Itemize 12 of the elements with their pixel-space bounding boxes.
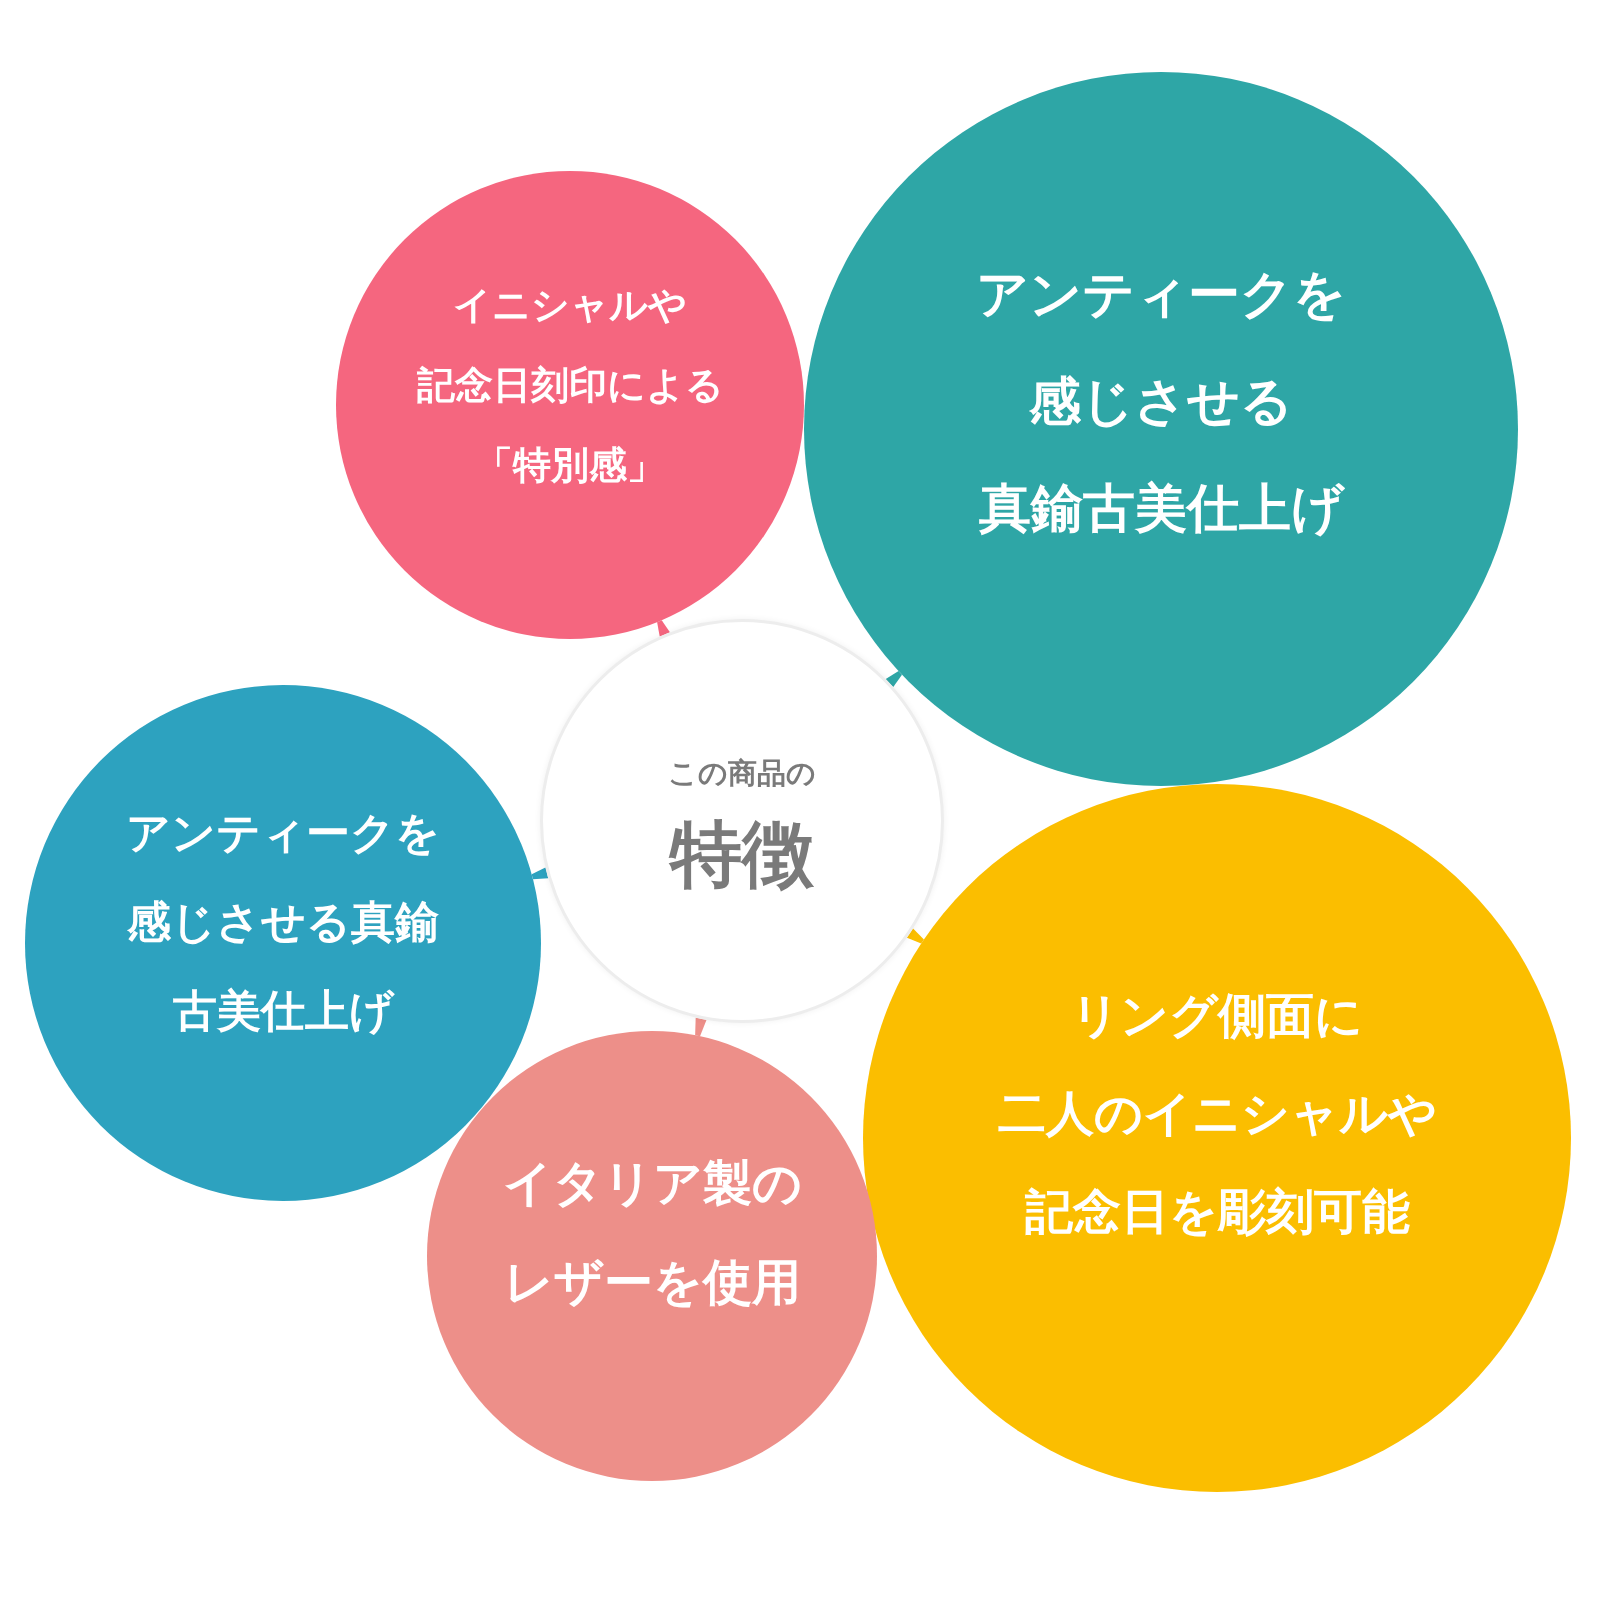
connector	[695, 1017, 707, 1037]
subtitle-text: この商品の	[668, 754, 816, 791]
connector	[885, 671, 902, 687]
connector	[657, 620, 670, 637]
feature-text: アンティークを感じさせる真鍮古美仕上げ	[126, 805, 440, 1038]
feature-text: イニシャルや記念日刻印による「特別感」	[416, 282, 724, 489]
connector	[531, 867, 549, 880]
connector	[906, 928, 924, 944]
heading-text: 特徴	[670, 810, 814, 898]
feature-text: アンティークを感じさせる真鍮古美仕上げ	[976, 262, 1346, 540]
feature-text: リング側面に二人のイニシャルや記念日を彫刻可能	[997, 986, 1437, 1241]
feature-text: イタリア製のレザーを使用	[502, 1154, 802, 1313]
